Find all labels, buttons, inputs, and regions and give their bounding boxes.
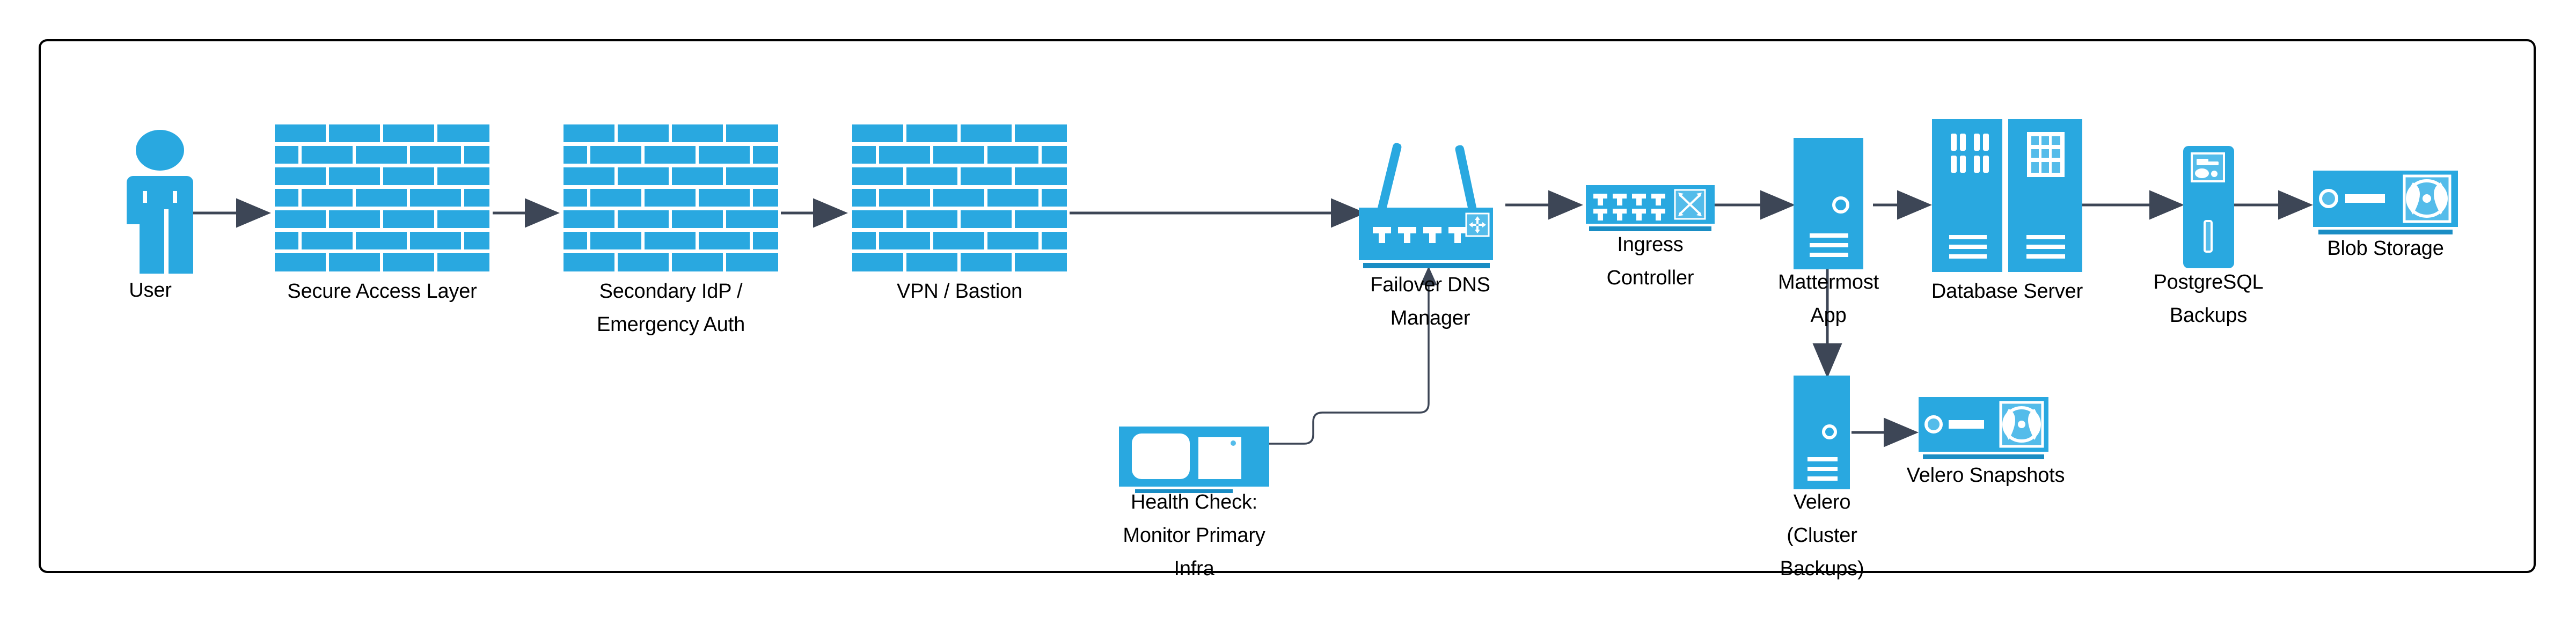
node-vpn-bastion[interactable] bbox=[852, 124, 1067, 272]
backup-appliance-icon bbox=[2183, 146, 2234, 268]
label-database-server: Database Server bbox=[1931, 280, 2083, 303]
server-tower-icon bbox=[1794, 376, 1850, 489]
node-velero[interactable] bbox=[1794, 376, 1850, 489]
firewall-brick-wall-icon bbox=[564, 124, 778, 271]
label-ingress-controller: Ingress Controller bbox=[1606, 233, 1694, 289]
node-health-check[interactable] bbox=[1119, 427, 1269, 494]
label-postgresql-backups: PostgreSQL Backups bbox=[2153, 271, 2264, 327]
monitor-screen-icon bbox=[1119, 427, 1269, 493]
server-tower-icon bbox=[1794, 138, 1863, 269]
network-switch-icon bbox=[1586, 185, 1715, 231]
node-secondary-idp[interactable] bbox=[564, 124, 778, 272]
label-health-check: Health Check: Monitor Primary Infra bbox=[1123, 491, 1265, 580]
node-secure-access-layer[interactable] bbox=[275, 124, 489, 272]
label-failover-dns-manager: Failover DNS Manager bbox=[1370, 274, 1490, 329]
label-velero: Velero (Cluster Backups) bbox=[1780, 491, 1864, 580]
firewall-brick-wall-icon bbox=[275, 124, 489, 271]
node-database-server[interactable] bbox=[1932, 119, 2082, 272]
storage-array-icon bbox=[1919, 397, 2048, 459]
label-vpn-bastion: VPN / Bastion bbox=[897, 280, 1022, 303]
wireless-router-icon bbox=[1359, 143, 1493, 268]
storage-array-icon bbox=[2313, 171, 2458, 234]
label-mattermost-app: Mattermost App bbox=[1777, 271, 1879, 327]
node-blob-storage[interactable] bbox=[2313, 171, 2458, 238]
firewall-brick-wall-icon bbox=[852, 124, 1067, 271]
label-secure-access-layer: Secure Access Layer bbox=[287, 280, 477, 303]
label-blob-storage: Blob Storage bbox=[2327, 237, 2444, 260]
node-postgresql-backups[interactable] bbox=[2183, 146, 2234, 268]
database-server-rack-icon bbox=[1932, 119, 2082, 272]
label-velero-snapshots: Velero Snapshots bbox=[1906, 464, 2065, 487]
node-failover-dns-manager[interactable] bbox=[1352, 142, 1508, 271]
node-mattermost-app[interactable] bbox=[1794, 138, 1863, 269]
node-user[interactable] bbox=[110, 129, 233, 274]
label-user: User bbox=[129, 279, 172, 302]
node-ingress-controller[interactable] bbox=[1586, 185, 1715, 239]
user-actor-icon bbox=[127, 130, 193, 274]
label-secondary-idp: Secondary IdP / Emergency Auth bbox=[596, 280, 745, 336]
system-boundary bbox=[39, 39, 2536, 573]
node-velero-snapshots[interactable] bbox=[1919, 397, 2048, 462]
